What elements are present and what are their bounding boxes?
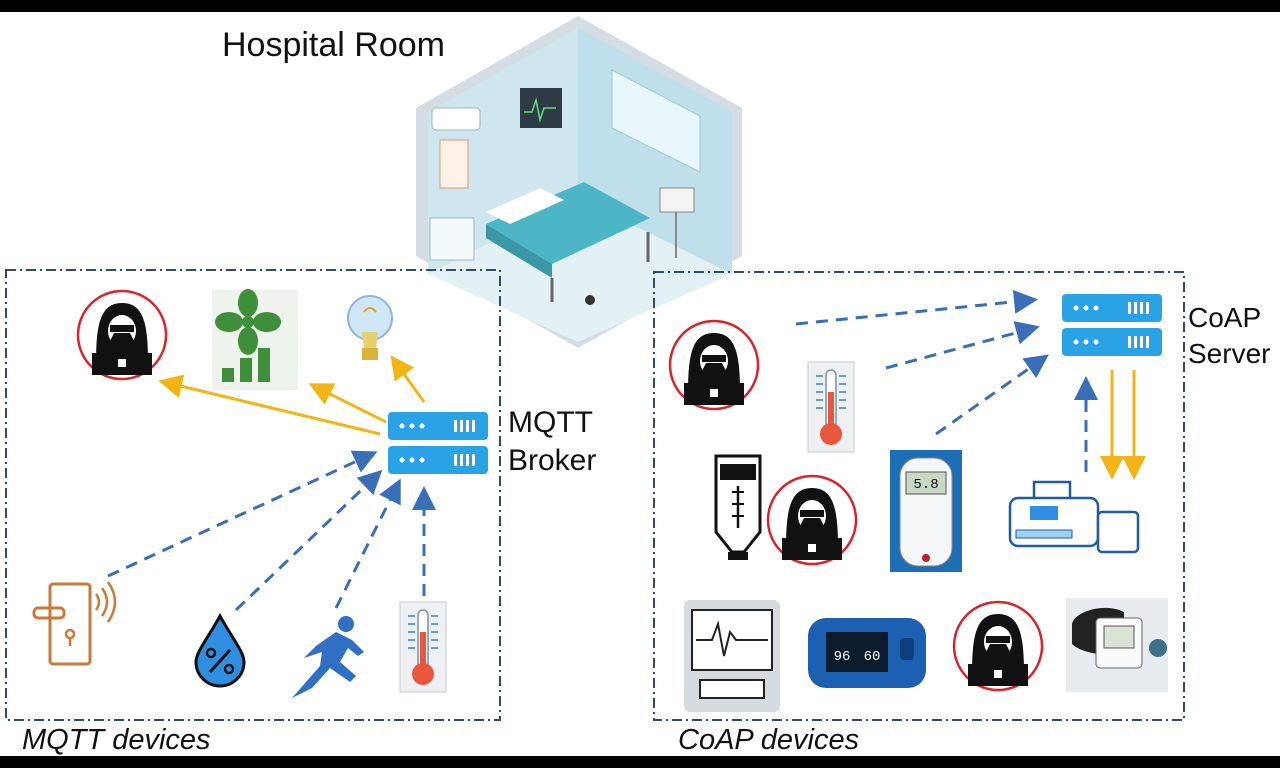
infusion-bag-icon xyxy=(714,454,762,560)
motion-runner-icon xyxy=(292,616,364,698)
attacker-icon xyxy=(76,289,168,381)
infusion-pump-icon xyxy=(1008,480,1140,554)
fan-signal-icon xyxy=(212,289,298,390)
diagram-graphics: 5.8 96 60 xyxy=(5,16,1185,721)
broker-to-bulb-arrow xyxy=(390,355,426,403)
smart-door-lock-icon xyxy=(32,581,117,666)
coap-server-label-line2: Server xyxy=(1188,338,1271,369)
glucose-to-server-arrow xyxy=(935,354,1049,436)
thermometer-icon xyxy=(807,361,855,453)
hospital-room-title: Hospital Room xyxy=(222,26,445,64)
mqtt-devices-frame xyxy=(5,269,501,721)
attacker-to-server-arrow xyxy=(795,289,1038,326)
glucose-meter-icon: 5.8 xyxy=(890,450,962,572)
mqtt-broker-server-icon xyxy=(388,412,488,474)
thermometer-to-server-arrow xyxy=(885,321,1040,370)
oximeter-reading-pulse: 60 xyxy=(864,649,881,665)
coap-devices-frame xyxy=(653,271,1185,721)
mqtt-broker-label-line2: Broker xyxy=(508,444,597,477)
motion-to-broker-arrow xyxy=(334,478,401,609)
thermometer-icon xyxy=(399,601,447,693)
patient-monitor-icon xyxy=(684,600,780,712)
humidity-drop-icon xyxy=(194,612,246,688)
coap-server-icon xyxy=(1062,294,1162,356)
coap-server-label-line1: CoAP xyxy=(1188,302,1262,333)
broker-to-fan-arrow xyxy=(308,383,387,424)
diagram-canvas: 5.8 96 60 Hospital Room MQTT Broker Co xyxy=(0,12,1280,756)
blood-pressure-monitor-icon xyxy=(1066,598,1168,692)
coap-devices-caption: CoAP devices xyxy=(678,724,860,756)
mqtt-broker-label: MQTT Broker xyxy=(508,404,596,480)
oximeter-reading-spo2: 96 xyxy=(834,649,851,665)
humidity-to-broker-arrow xyxy=(234,469,383,612)
light-bulb-icon xyxy=(347,295,393,360)
lock-to-broker-arrow xyxy=(107,450,378,578)
mqtt-broker-label-line1: MQTT xyxy=(508,406,593,439)
attacker-icon xyxy=(766,474,858,566)
hospital-room-illustration xyxy=(416,16,742,348)
attacker-icon xyxy=(668,319,760,411)
broker-to-attacker-arrow xyxy=(158,374,381,436)
coap-server-label: CoAP Server xyxy=(1188,300,1270,372)
glucose-reading: 5.8 xyxy=(913,477,938,493)
attacker-icon xyxy=(952,600,1044,692)
mqtt-devices-caption: MQTT devices xyxy=(22,724,211,756)
pulse-oximeter-icon: 96 60 xyxy=(808,618,926,688)
